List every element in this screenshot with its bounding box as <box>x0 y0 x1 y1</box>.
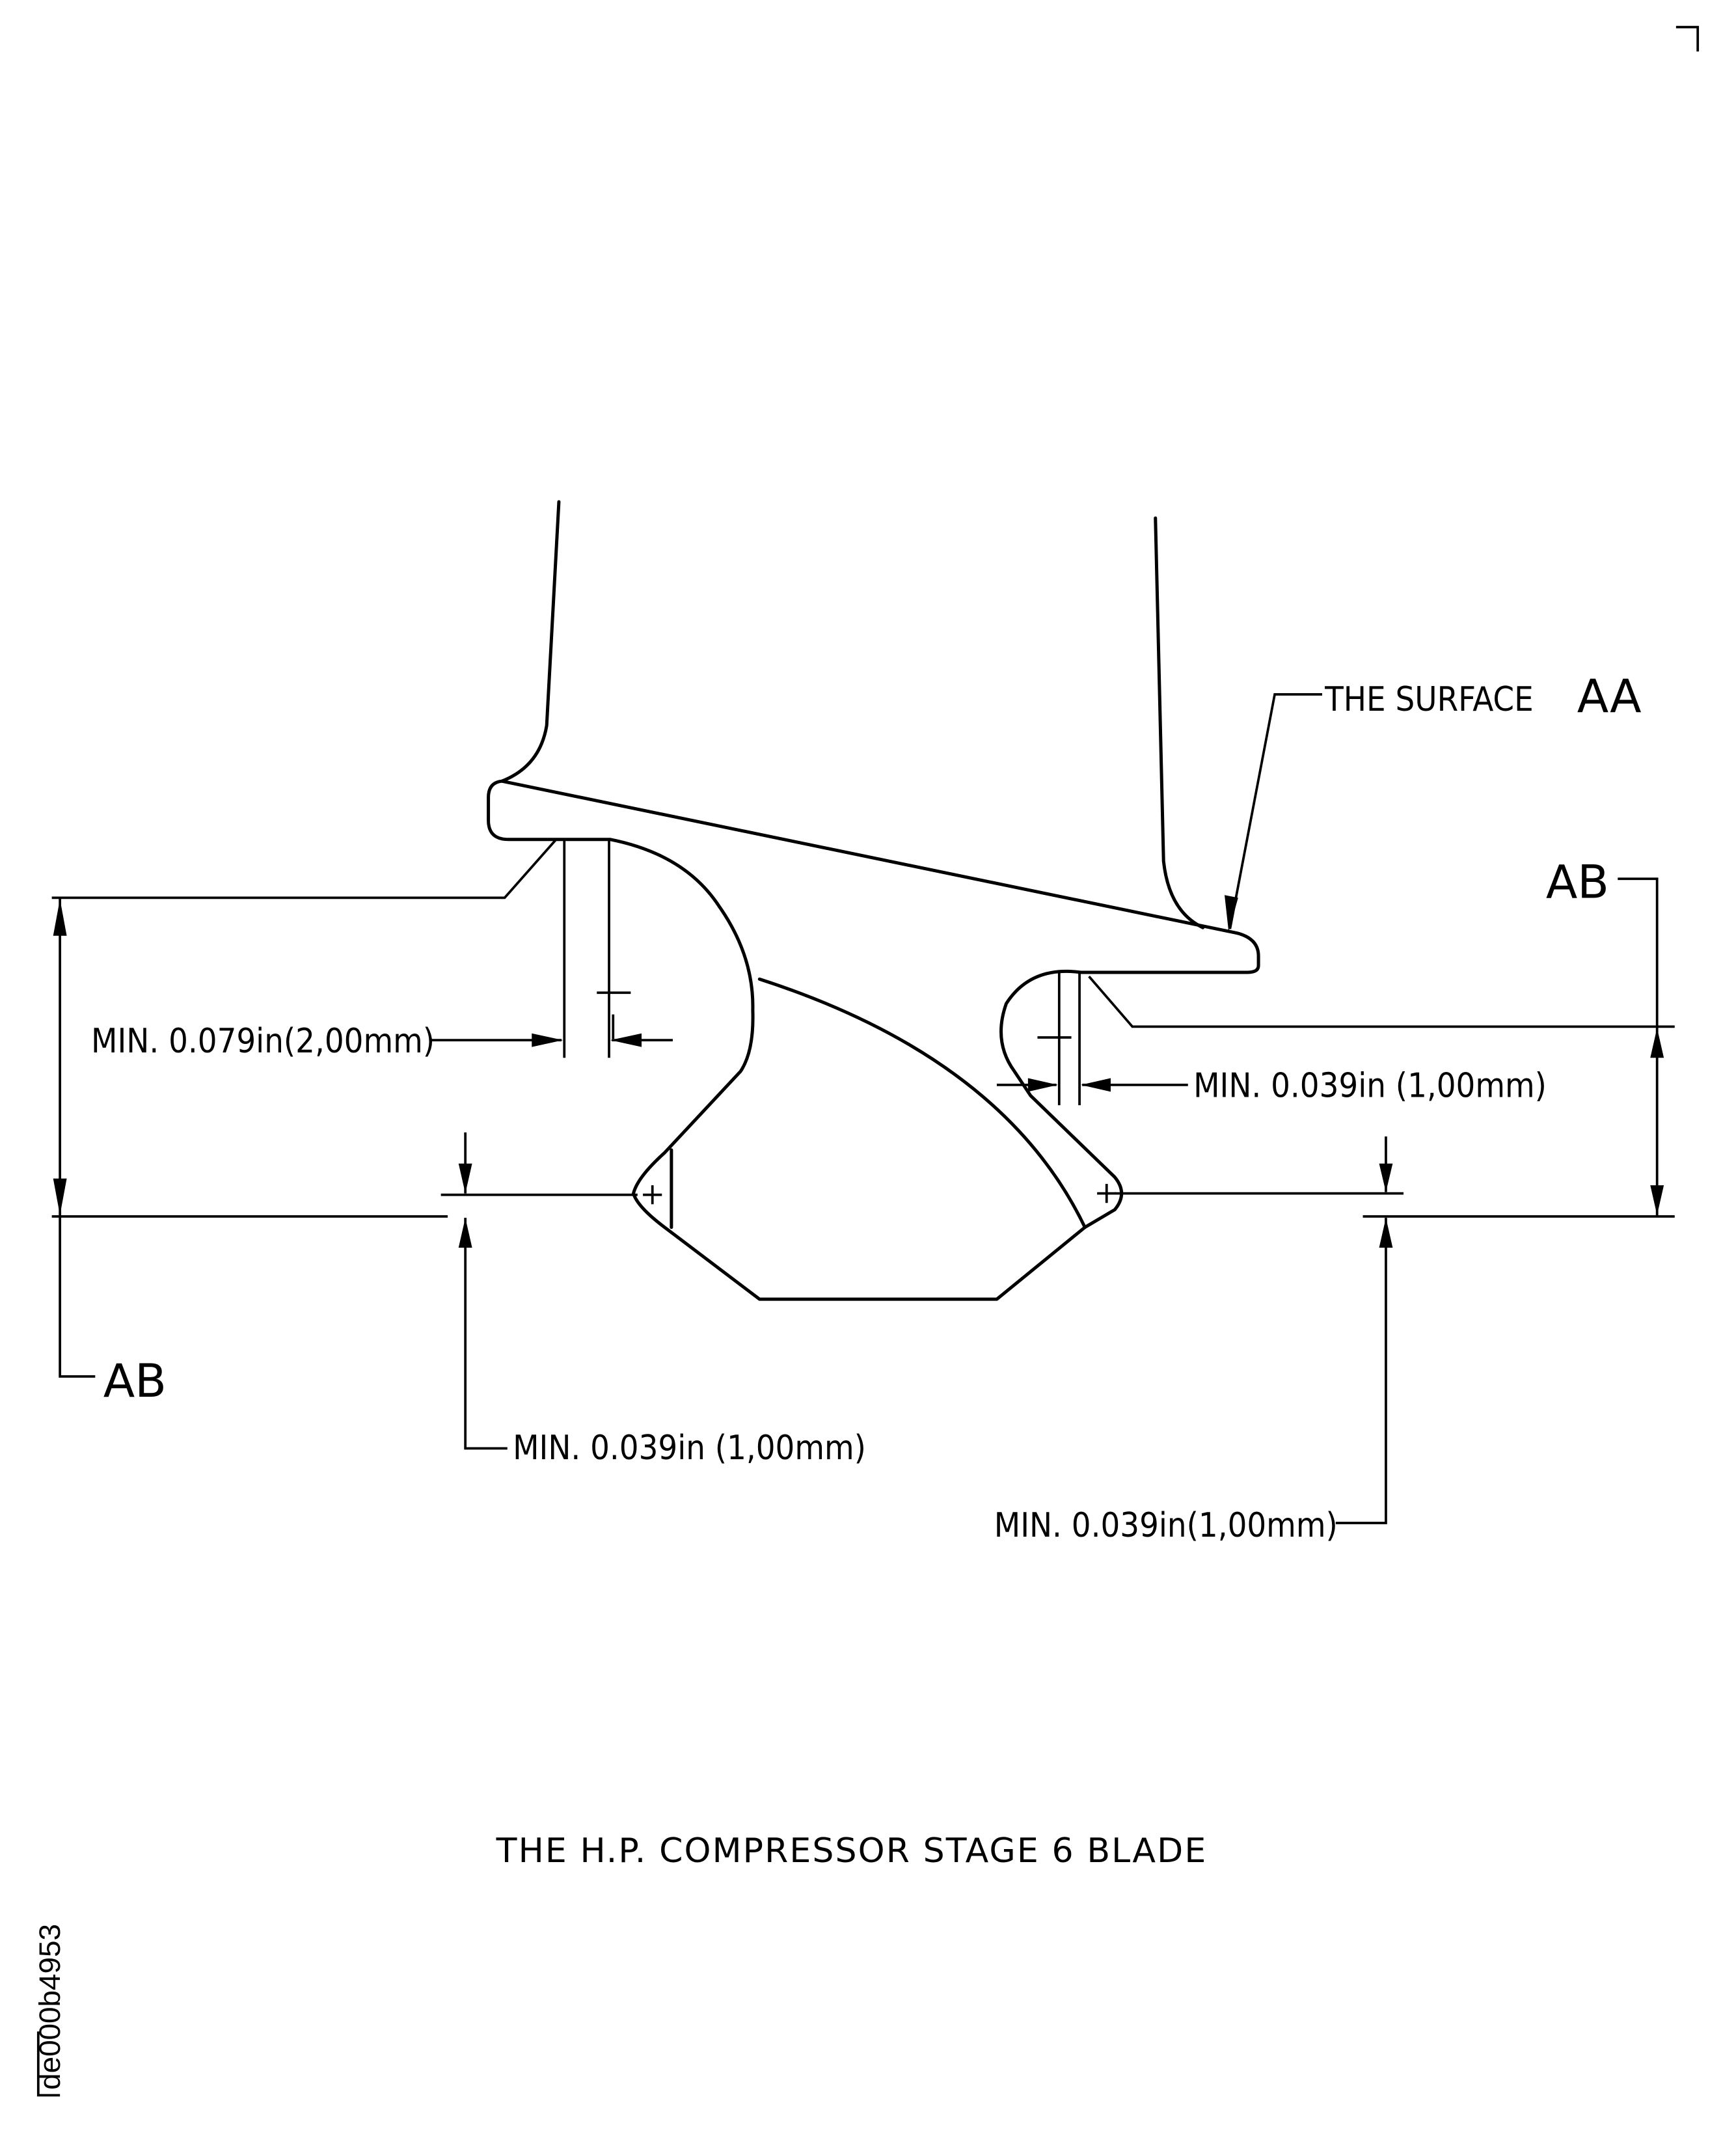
dim-right-fillet-label: MIN. 0.039in (1,00mm) <box>1193 1067 1547 1106</box>
dim-left-lobe-label: MIN. 0.039in (1,00mm) <box>513 1429 866 1468</box>
blade-left-edge <box>500 500 561 783</box>
platform-root-outline <box>487 779 1260 1301</box>
datum-ab-left-leader <box>51 838 558 899</box>
blade-right-edge <box>1154 516 1205 929</box>
surface-aa-id: AA <box>1577 669 1642 723</box>
corner-mark <box>1675 25 1700 52</box>
figure-id: de000b4953 <box>33 1924 66 2090</box>
datum-ab-top-label: AB <box>1546 855 1609 909</box>
dim-left-fillet-label: MIN. 0.079in(2,00mm) <box>91 1022 435 1061</box>
right-lobe-center-mark <box>1097 1184 1117 1203</box>
surface-aa-label: THE SURFACE <box>1324 680 1534 719</box>
figure-id-bracket <box>36 2031 61 2097</box>
left-lobe-center-mark <box>643 1185 662 1205</box>
root-inner-arc <box>757 977 1087 1229</box>
datum-ab-bottom-label: AB <box>103 1354 167 1408</box>
diagram-title: THE H.P. COMPRESSOR STAGE 6 BLADE <box>496 1831 1208 1871</box>
dim-right-lobe-label: MIN. 0.039in(1,00mm) <box>994 1506 1338 1545</box>
